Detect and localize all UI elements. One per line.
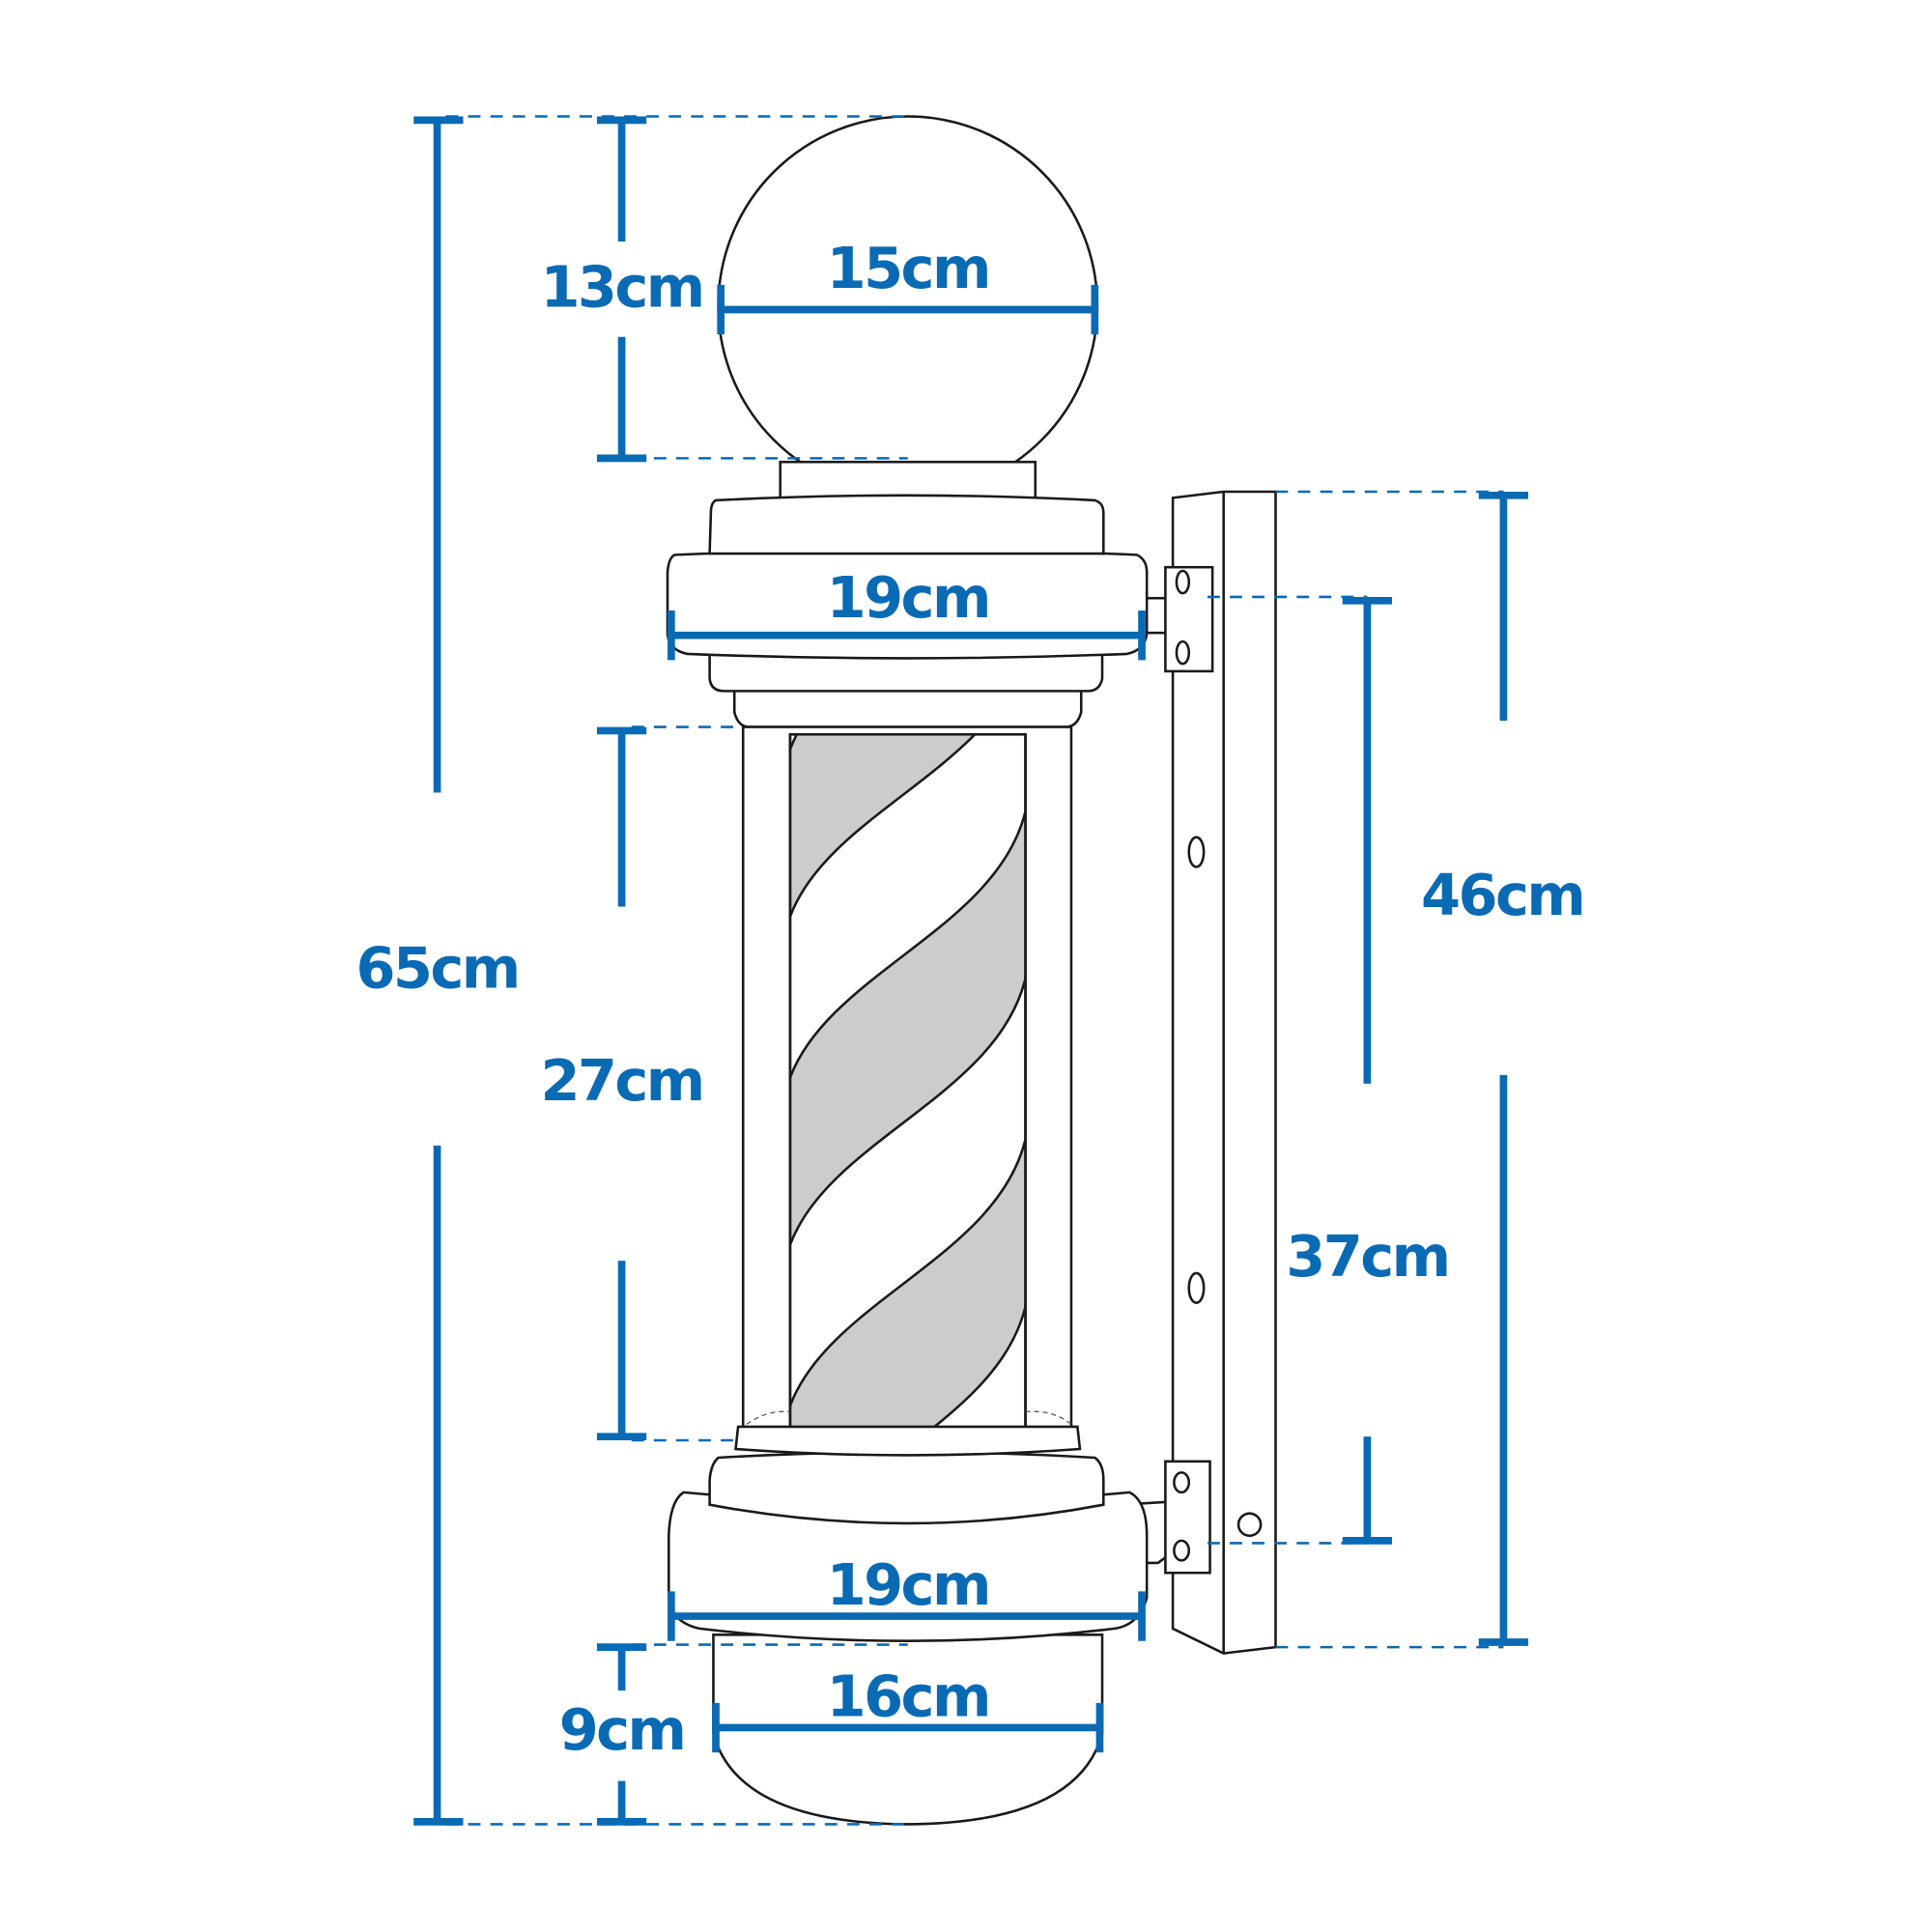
- label-tube-height: 27cm: [540, 1047, 702, 1114]
- globe-collar: [779, 460, 1037, 500]
- dimension-plate-height: 46cm: [1421, 491, 1586, 1646]
- label-top-cap-width: 19cm: [827, 564, 989, 631]
- label-globe-height: 13cm: [540, 253, 702, 320]
- screw-hole: [1187, 1271, 1206, 1305]
- stripe: [789, 810, 1026, 1245]
- dimension-globe-height: 13cm: [540, 116, 705, 463]
- dimension-bowl-width: 16cm: [712, 1662, 1104, 1753]
- label-plate-height: 46cm: [1421, 862, 1583, 928]
- dimension-bracket-spacing: 37cm: [1286, 596, 1451, 1545]
- label-bottom-cap-width: 19cm: [827, 1551, 989, 1618]
- pole-tube: [741, 725, 1073, 1451]
- dimension-tube-height: 27cm: [540, 726, 705, 1441]
- dimension-top-cap-width: 19cm: [668, 564, 1146, 661]
- top-bracket: [1140, 565, 1214, 673]
- spiral-stripes: [789, 734, 1026, 1450]
- label-globe-width: 15cm: [827, 235, 989, 301]
- screw-hole: [1187, 836, 1206, 868]
- dimension-total-height: 65cm: [355, 116, 521, 1826]
- stripe: [789, 734, 977, 918]
- label-total-height: 65cm: [355, 935, 518, 1002]
- label-bowl-width: 16cm: [827, 1662, 989, 1729]
- label-bracket-spacing: 37cm: [1286, 1223, 1448, 1290]
- label-bowl-height: 9cm: [559, 1696, 685, 1763]
- guide-lines: [445, 115, 1504, 1826]
- dimension-bowl-height: 9cm: [559, 1643, 687, 1826]
- dimension-globe-width: 15cm: [717, 235, 1099, 335]
- dimension-bottom-cap-width: 19cm: [668, 1551, 1146, 1641]
- top-cap: [666, 494, 1149, 728]
- stripe: [789, 1139, 1026, 1450]
- screw-hole: [1236, 1512, 1263, 1538]
- globe: [717, 115, 1099, 497]
